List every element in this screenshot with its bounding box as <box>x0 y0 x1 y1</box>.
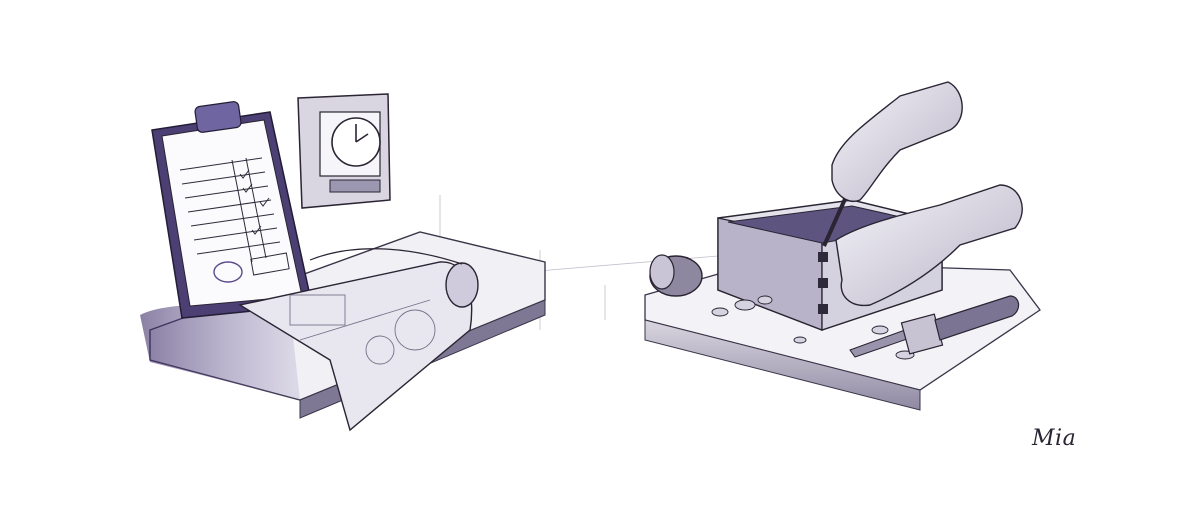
time-clock <box>297 93 391 209</box>
lower-hand <box>835 184 1023 307</box>
upper-hand <box>831 81 963 202</box>
bench-chisel <box>849 295 1020 358</box>
left-scene-planning <box>140 93 546 432</box>
clipboard <box>151 101 313 319</box>
workbench-edge <box>644 319 921 411</box>
blueprint-roll <box>238 248 479 432</box>
right-scene-woodworking <box>644 81 1041 411</box>
desk-shadow <box>140 305 300 400</box>
mallet <box>649 254 703 297</box>
artist-signature: Mia <box>1032 426 1077 451</box>
hands-with-chisel <box>822 81 1023 307</box>
